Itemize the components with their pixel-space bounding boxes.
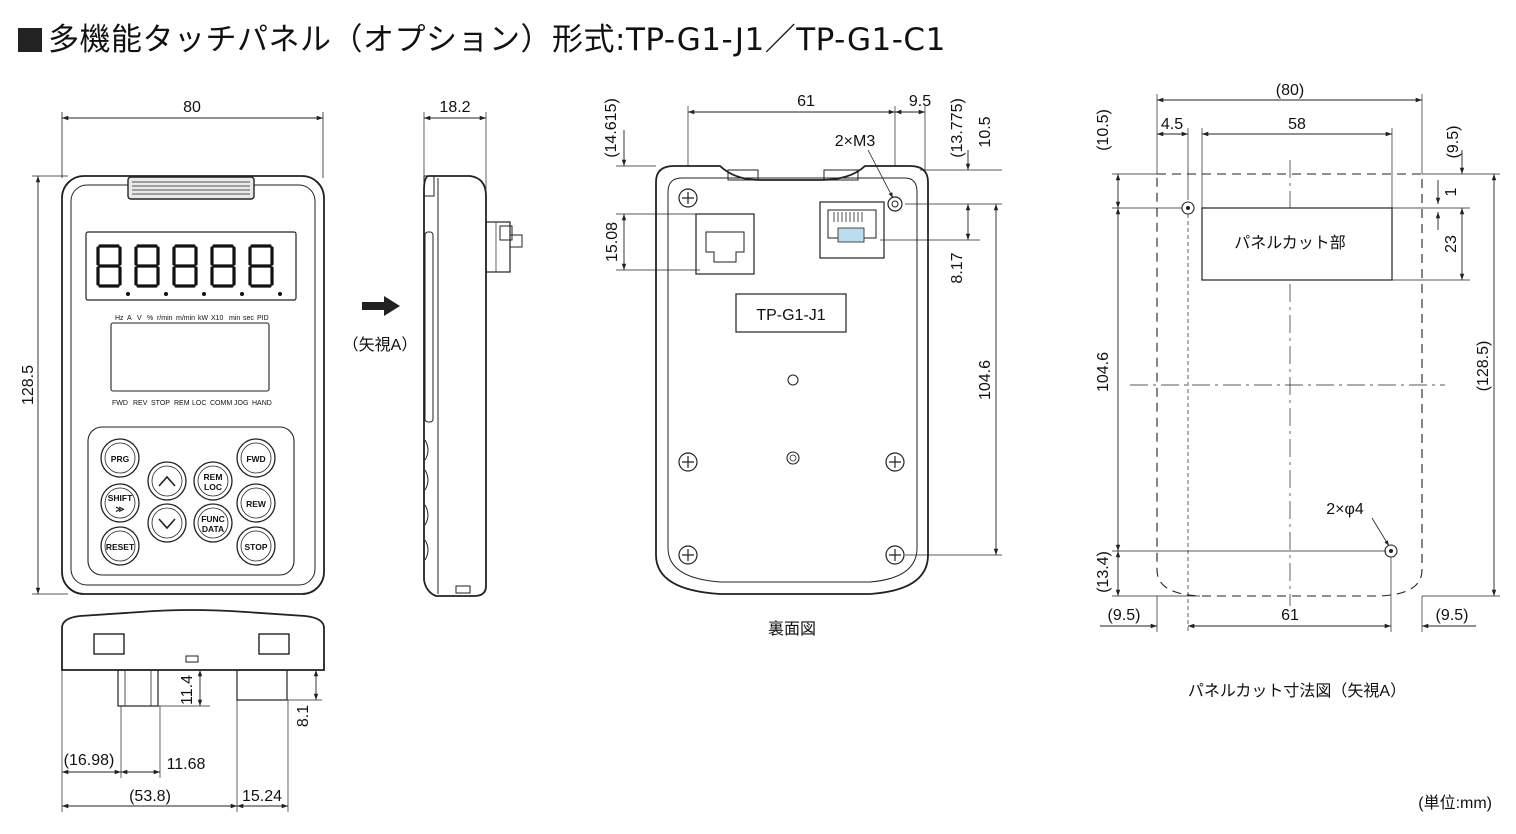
dim-rear-15-08: 15.08 xyxy=(604,222,621,262)
dim-cut-bottom-9-5-right: (9.5) xyxy=(1436,607,1469,624)
data-key: DATA xyxy=(202,524,224,534)
dim-cut-13-4: (13.4) xyxy=(1095,551,1112,593)
unit-label: sec xyxy=(243,315,254,322)
status-labels: FWD REV STOP REM LOC COMM JOG HAND xyxy=(112,400,272,407)
unit-label: kW xyxy=(198,315,209,322)
status-label: FWD xyxy=(112,400,128,407)
dim-front-height: 128.5 xyxy=(20,365,37,405)
title-text: 多機能タッチパネル（オプション）形式:TP-G1-J1／TP-G1-C1 xyxy=(48,22,946,58)
rew-key: REW xyxy=(246,499,267,509)
unit-labels: Hz A V % r/min m/min kW X10 min sec PID xyxy=(115,315,269,322)
dim-front-width: 80 xyxy=(183,99,201,116)
status-label: JOG xyxy=(234,400,248,407)
dim-rear-104-6: 104.6 xyxy=(977,360,994,400)
reset-key: RESET xyxy=(106,542,135,552)
dim-rear-61: 61 xyxy=(797,93,815,110)
dim-bottom-d3: (53.8) xyxy=(129,788,171,805)
unit-label: min xyxy=(229,315,240,322)
unit-label: Hz xyxy=(115,315,124,322)
cut-area-label: パネルカット部 xyxy=(1234,234,1346,252)
dim-rear-9-5: 9.5 xyxy=(909,93,931,110)
dim-cut-1: 1 xyxy=(1443,187,1460,196)
dim-cut-4-5: 4.5 xyxy=(1161,116,1183,133)
status-label: COMM xyxy=(210,400,232,407)
square-bullet-icon xyxy=(18,28,42,52)
rem-key: REM xyxy=(204,472,223,482)
unit-label: A xyxy=(127,315,132,322)
chevron-up-icon xyxy=(158,475,176,487)
dim-rear-14-615: (14.615) xyxy=(603,98,620,158)
chevron-down-icon xyxy=(158,518,176,530)
prg-key: PRG xyxy=(111,454,130,464)
hole-note: 2×φ4 xyxy=(1326,501,1364,518)
loc-key: LOC xyxy=(204,482,222,492)
unit-note: (単位:mm) xyxy=(1418,794,1492,812)
dim-cut-bottom-9-5-left: (9.5) xyxy=(1108,607,1141,624)
dim-rear-13-775: (13.775) xyxy=(949,98,966,158)
bottom-view xyxy=(61,609,325,812)
unit-label: PID xyxy=(257,315,269,322)
dim-bottom-d2: 11.68 xyxy=(167,756,206,773)
dim-cut-58: 58 xyxy=(1288,116,1306,133)
stop-key: STOP xyxy=(245,542,268,552)
dim-cut-128-5: (128.5) xyxy=(1475,341,1492,392)
fwd-key: FWD xyxy=(246,454,265,464)
dim-cut-10-5: (10.5) xyxy=(1095,109,1112,151)
status-label: LOC xyxy=(192,400,206,407)
func-key: FUNC xyxy=(201,514,225,524)
rear-view xyxy=(616,106,1002,595)
side-view xyxy=(362,112,523,597)
panel-cut-view xyxy=(1100,94,1500,632)
label-plate: TP-G1-J1 xyxy=(756,307,825,324)
status-label: REM xyxy=(174,400,190,407)
dim-bottom-h1: 11.4 xyxy=(179,675,196,705)
page-title: 多機能タッチパネル（オプション）形式:TP-G1-J1／TP-G1-C1 xyxy=(18,14,946,59)
shift-key: SHIFT xyxy=(108,493,133,503)
dim-bottom-h2: 8.1 xyxy=(295,705,312,727)
unit-label: V xyxy=(137,315,142,322)
panel-cut-caption: パネルカット寸法図（矢視A） xyxy=(1188,682,1406,700)
dim-cut-80: (80) xyxy=(1276,82,1304,99)
dim-cut-bottom-61: 61 xyxy=(1281,607,1299,624)
dim-cut-9-5-right: (9.5) xyxy=(1445,126,1462,159)
unit-label: % xyxy=(147,315,153,322)
dim-rear-10-5: 10.5 xyxy=(977,116,994,147)
dim-cut-23: 23 xyxy=(1443,235,1460,253)
dim-rear-8-17: 8.17 xyxy=(949,252,966,283)
unit-label: m/min xyxy=(176,315,195,322)
rear-caption: 裏面図 xyxy=(768,619,816,638)
led-display xyxy=(96,244,274,288)
unit-label: X10 xyxy=(211,315,224,322)
front-view xyxy=(32,112,325,595)
dim-bottom-d1: (16.98) xyxy=(64,752,115,769)
arrow-a-label: （矢視A） xyxy=(343,336,418,354)
status-label: HAND xyxy=(252,400,272,407)
dim-cut-104-6: 104.6 xyxy=(1095,352,1112,392)
status-label: REV xyxy=(133,400,148,407)
unit-label: r/min xyxy=(157,315,173,322)
dim-side-depth: 18.2 xyxy=(439,99,470,116)
shift-key-sub: ≫ xyxy=(116,504,125,514)
dim-bottom-d4: 15.24 xyxy=(242,788,282,805)
status-label: STOP xyxy=(151,400,170,407)
screw-note: 2×M3 xyxy=(835,133,876,150)
view-arrow-icon xyxy=(362,296,400,316)
